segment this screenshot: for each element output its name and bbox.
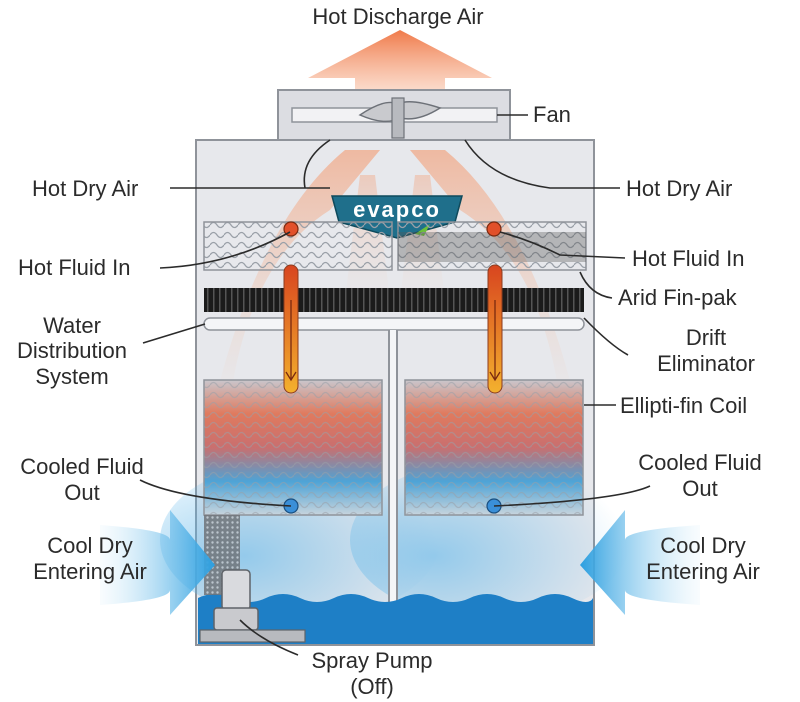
label-spray-pump-1: Spray Pump	[311, 648, 432, 673]
cool-air-arrow-left	[100, 510, 215, 615]
label-hot-fluid-in-left: Hot Fluid In	[18, 255, 131, 280]
label-ellipti-fin-coil: Ellipti-fin Coil	[620, 393, 747, 418]
label-cooled-fluid-out-left-2: Out	[64, 480, 99, 505]
label-spray-pump-2: (Off)	[350, 674, 394, 699]
label-arid-fin-pak: Arid Fin-pak	[618, 285, 738, 310]
label-drift-eliminator-1: Drift	[686, 325, 726, 350]
label-fan: Fan	[533, 102, 571, 127]
fan-icon	[358, 97, 442, 139]
hot-discharge-arrow	[308, 30, 492, 110]
label-cool-dry-air-left-2: Entering Air	[33, 559, 147, 584]
label-water-distribution-1: Water	[43, 313, 101, 338]
logo-text: evapco	[353, 197, 441, 222]
drift-eliminator	[204, 288, 584, 312]
label-water-distribution-3: System	[35, 364, 108, 389]
hot-fluid-inlet-icon	[486, 221, 502, 237]
label-cooled-fluid-out-right-1: Cooled Fluid	[638, 450, 762, 475]
spray-pump-icon	[213, 569, 259, 631]
evapco-logo: evapco	[331, 195, 463, 239]
label-drift-eliminator-2: Eliminator	[657, 351, 755, 376]
label-hot-dry-air-right: Hot Dry Air	[626, 176, 732, 201]
label-cooled-fluid-out-left-1: Cooled Fluid	[20, 454, 144, 479]
label-cool-dry-air-right-2: Entering Air	[646, 559, 760, 584]
label-hot-dry-air-left: Hot Dry Air	[32, 176, 138, 201]
water-distribution-pipe	[203, 317, 585, 331]
label-cool-dry-air-left-1: Cool Dry	[47, 533, 133, 558]
label-hot-fluid-in-right: Hot Fluid In	[632, 246, 745, 271]
label-hot-discharge-air: Hot Discharge Air	[312, 4, 483, 29]
label-cool-dry-air-right-1: Cool Dry	[660, 533, 746, 558]
cool-air-arrow-right	[580, 510, 700, 615]
label-cooled-fluid-out-right-2: Out	[682, 476, 717, 501]
label-water-distribution-2: Distribution	[17, 338, 127, 363]
